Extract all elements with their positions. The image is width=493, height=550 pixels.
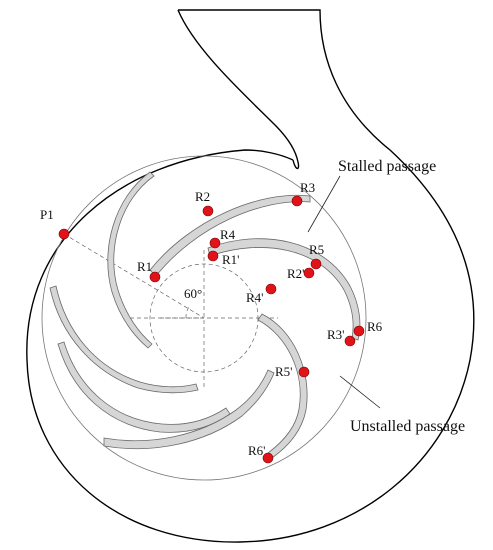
label-r2-prime: R2' <box>287 266 305 281</box>
blade <box>103 369 275 450</box>
label-r5-prime: R5' <box>275 364 293 379</box>
angle-label: 60° <box>184 286 202 301</box>
label-r6: R6 <box>367 319 383 334</box>
point-r6-prime <box>262 452 274 464</box>
angle-arc <box>185 306 190 319</box>
label-r6-prime: R6' <box>248 443 266 458</box>
point-r1-prime <box>207 250 219 262</box>
label-r4: R4 <box>220 227 236 242</box>
impeller-outer-circle <box>41 155 367 481</box>
point-r5-prime <box>298 366 310 378</box>
label-r3: R3 <box>300 180 315 195</box>
label-r1: R1 <box>137 259 152 274</box>
monitoring-points <box>58 195 365 464</box>
label-r3-prime: R3' <box>327 327 345 342</box>
point-r6 <box>353 325 365 337</box>
p1-reference-line <box>63 233 205 319</box>
volute-casing-outer <box>26 9 475 543</box>
impeller-blades <box>49 171 361 459</box>
stalled-leader <box>307 175 341 233</box>
label-r1-prime: R1' <box>222 252 240 267</box>
point-p1 <box>58 228 70 240</box>
label-r4-prime: R4' <box>246 290 264 305</box>
point-r2 <box>202 205 214 217</box>
blade <box>149 194 311 277</box>
point-r1 <box>149 271 161 283</box>
stalled-passage-label: Stalled passage <box>338 158 436 175</box>
blade <box>49 285 199 394</box>
point-r3-prime <box>344 335 356 347</box>
unstalled-passage-label: Unstalled passage <box>350 418 465 435</box>
point-r4 <box>209 237 221 249</box>
point-r3 <box>291 195 303 207</box>
label-r2: R2 <box>195 189 210 204</box>
point-r5 <box>310 258 322 270</box>
label-r5: R5 <box>309 242 324 257</box>
volute-casing-inner <box>177 9 300 170</box>
blade <box>107 171 155 349</box>
point-r4-prime <box>265 283 277 295</box>
blade <box>207 238 361 341</box>
label-p1: P1 <box>40 207 54 222</box>
unstalled-leader <box>339 375 381 409</box>
point-r2-prime <box>303 267 315 279</box>
